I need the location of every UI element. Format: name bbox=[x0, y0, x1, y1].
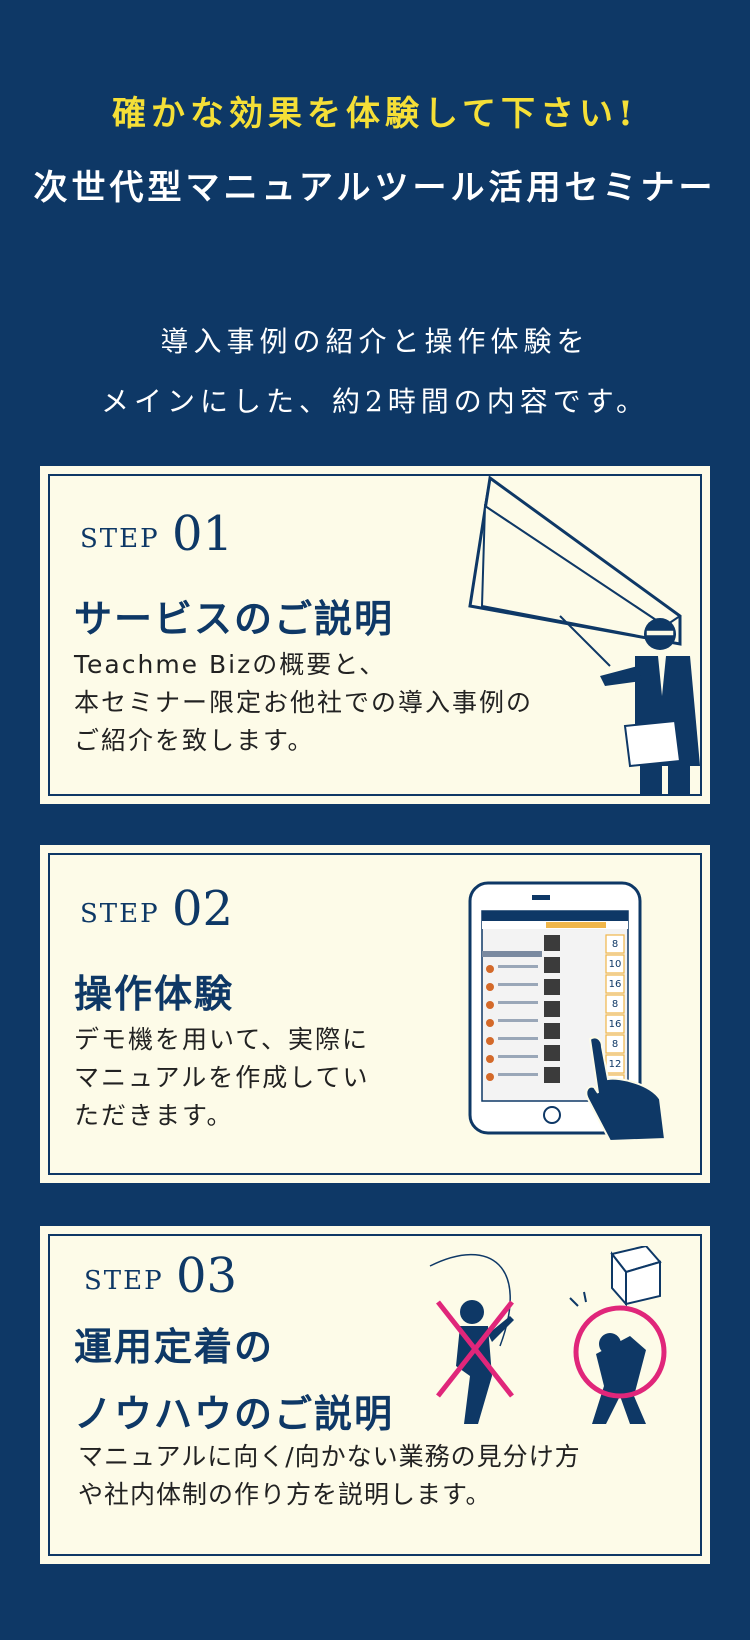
step-card-02: STEP 02 操作体験 デモ機を用いて、実際に マニュアルを作成してい ただき… bbox=[40, 845, 710, 1183]
step-desc-line: ご紹介を致します。 bbox=[74, 726, 315, 755]
step-card-border bbox=[48, 853, 702, 1175]
step-number: 01 bbox=[172, 506, 234, 562]
step-card-01: STEP 01 サービスのご説明 Teachme Bizの概要と、 本セミナー限… bbox=[40, 466, 710, 804]
step-heading: サービスのご説明 bbox=[74, 596, 395, 641]
step-heading-line: 運用定着の bbox=[74, 1324, 275, 1369]
step-number: 02 bbox=[172, 881, 234, 937]
presenter-at-whiteboard-illustration bbox=[468, 475, 700, 794]
golfer-and-box-carrier-illustration bbox=[429, 1246, 667, 1424]
tablet-badge: 8 bbox=[612, 1039, 618, 1050]
step-heading-line: ノウハウのご説明 bbox=[74, 1391, 395, 1436]
intro-line-2: メインにした、約2時間の内容です。 bbox=[100, 385, 650, 418]
step-number: 03 bbox=[176, 1248, 238, 1304]
step-card-03: STEP 03 運用定着の ノウハウのご説明 マニュアルに向く/向かない業務の見… bbox=[40, 1226, 710, 1564]
step-heading: 操作体験 bbox=[74, 971, 235, 1016]
tablet-badge: 12 bbox=[609, 1059, 622, 1070]
headline-subtitle: 確かな効果を体験して下さい! bbox=[112, 94, 638, 134]
step-card-border bbox=[48, 474, 702, 796]
step-desc-line: マニュアルを作成してい bbox=[74, 1063, 370, 1092]
step-desc-line: や社内体制の作り方を説明します。 bbox=[78, 1480, 492, 1509]
step-desc-line: デモ機を用いて、実際に bbox=[74, 1025, 370, 1054]
tablet-badge: 8 bbox=[612, 999, 618, 1010]
step-label: STEP bbox=[84, 1266, 164, 1296]
tablet-badge: 8 bbox=[612, 939, 618, 950]
hand-icon bbox=[585, 1036, 667, 1143]
tablet-badge: 16 bbox=[609, 1019, 622, 1030]
step-desc-line: Teachme Bizの概要と、 bbox=[74, 650, 387, 679]
step-label: STEP bbox=[80, 524, 160, 554]
step-card-border bbox=[48, 1234, 702, 1556]
tablet-badge: 10 bbox=[609, 959, 622, 970]
step-desc-line: マニュアルに向く/向かない業務の見分け方 bbox=[78, 1442, 581, 1471]
tablet-illustration: 8 10 16 8 16 8 12 5 bbox=[468, 881, 667, 1143]
step-desc-line: ただきます。 bbox=[74, 1101, 234, 1130]
step-label: STEP bbox=[80, 899, 160, 929]
circle-mark-icon bbox=[573, 1305, 667, 1399]
step-desc-line: 本セミナー限定お他社での導入事例の bbox=[74, 688, 534, 717]
tablet-badge: 16 bbox=[609, 979, 622, 990]
headline-title: 次世代型マニュアルツール活用セミナー bbox=[33, 168, 717, 208]
intro-line-1: 導入事例の紹介と操作体験を bbox=[160, 325, 590, 358]
